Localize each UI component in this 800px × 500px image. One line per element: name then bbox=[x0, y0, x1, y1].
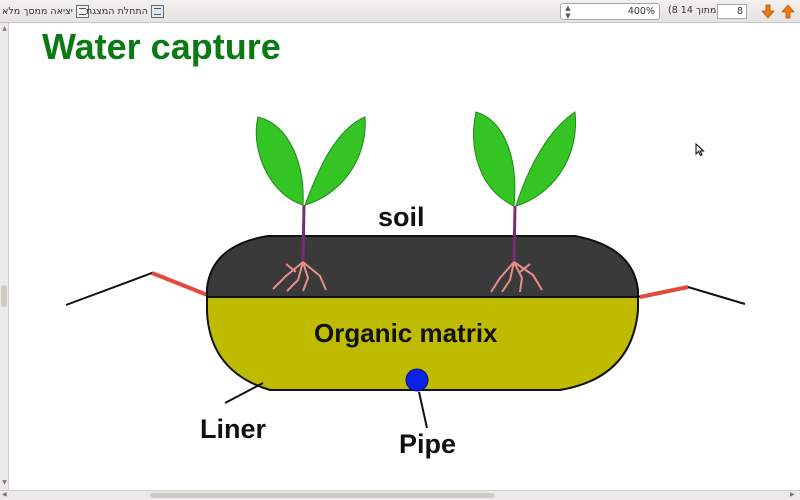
plant-left bbox=[255, 116, 366, 292]
arrow-down-icon bbox=[761, 4, 775, 19]
scroll-right-icon[interactable]: ▶ bbox=[790, 491, 795, 498]
vertical-scroll-thumb[interactable] bbox=[1, 285, 7, 307]
fullscreen-exit-icon bbox=[75, 4, 89, 18]
liner-pointer bbox=[224, 382, 264, 404]
mouse-cursor-icon bbox=[695, 143, 705, 157]
zoom-select[interactable]: ▲▼ 400% bbox=[560, 3, 660, 20]
soil-label: soil bbox=[378, 202, 425, 232]
presentation-icon bbox=[150, 4, 164, 18]
pipe-label: Pipe bbox=[399, 429, 456, 459]
vertical-scrollbar[interactable]: ▲ ▼ bbox=[0, 23, 9, 490]
scroll-down-icon[interactable]: ▼ bbox=[2, 479, 7, 486]
arrow-up-icon bbox=[781, 4, 795, 19]
zoom-value: 400% bbox=[627, 6, 655, 17]
prev-page-button[interactable] bbox=[760, 3, 776, 20]
viewer-toolbar: יציאה ממסך מלא התחלת המצגת ▲▼ 400% (8 מת… bbox=[0, 0, 800, 23]
horizontal-scroll-thumb[interactable] bbox=[150, 493, 495, 498]
zoom-spin-icon[interactable]: ▲▼ bbox=[565, 3, 571, 20]
pipe-circle bbox=[405, 368, 429, 392]
plant-right bbox=[473, 111, 577, 293]
pipe-pointer bbox=[418, 391, 428, 429]
organic-matrix-layer bbox=[206, 296, 639, 391]
liner-edge-left bbox=[151, 271, 216, 300]
start-presentation-label: התחלת המצגת bbox=[86, 5, 148, 17]
start-presentation-button[interactable]: התחלת המצגת bbox=[86, 3, 164, 19]
horizontal-scrollbar[interactable]: ◀ ▶ bbox=[0, 490, 800, 500]
page-number-input[interactable]: 8 bbox=[717, 4, 747, 19]
exit-fullscreen-label: יציאה ממסך מלא bbox=[2, 5, 73, 17]
slide-title: Water capture bbox=[42, 26, 281, 67]
scroll-up-icon[interactable]: ▲ bbox=[2, 25, 7, 32]
organic-matrix-label: Organic matrix bbox=[314, 318, 498, 348]
next-page-button[interactable] bbox=[780, 3, 796, 20]
soil-layer bbox=[206, 235, 639, 298]
liner-label: Liner bbox=[200, 414, 267, 444]
liner-edge-right bbox=[639, 285, 689, 299]
scroll-left-icon[interactable]: ◀ bbox=[2, 491, 7, 498]
exit-fullscreen-button[interactable]: יציאה ממסך מלא bbox=[2, 3, 89, 19]
